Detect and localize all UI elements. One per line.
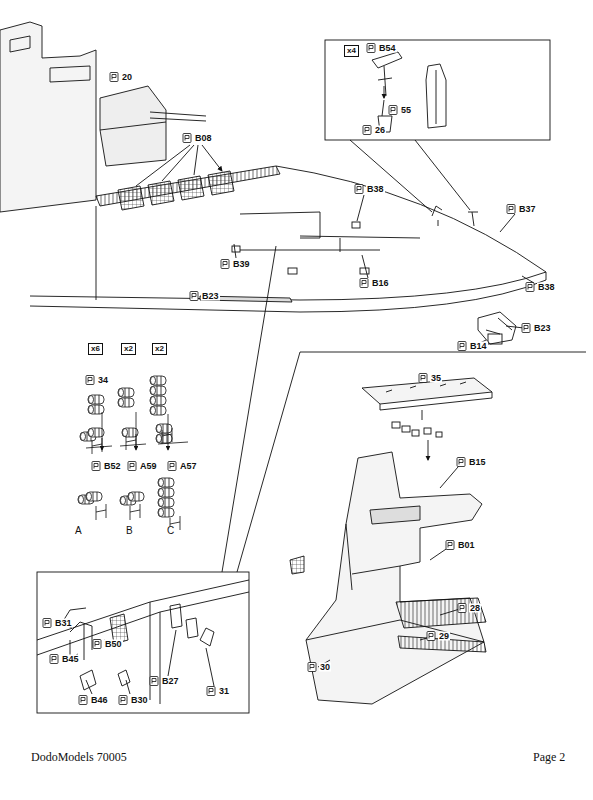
part-icon [355,185,363,194]
callout-number: B01 [457,541,476,550]
part-icon [507,205,515,214]
callout-number: 20 [121,73,133,82]
part-icon [93,640,101,649]
callout-number: B54 [378,44,397,53]
part-icon [360,279,368,288]
callout-number: 26 [374,126,386,135]
quantity-box: x4 [344,45,359,57]
part-icon [92,462,100,471]
part-icon [427,632,435,641]
part-icon [150,677,158,686]
callout-number: 34 [97,376,109,385]
part-icon [522,324,530,333]
quantity-box: x2 [152,343,167,355]
callout-number: 35 [430,374,442,383]
callout-number: B50 [104,640,123,649]
callout-number: 55 [400,106,412,115]
part-icon [183,134,191,143]
part-icon [119,696,127,705]
callout-number: B27 [161,677,180,686]
part-icon [190,292,198,301]
part-icon [457,458,465,467]
part-icon [50,655,58,664]
callout-number: B23 [533,324,552,333]
callout-number: B15 [468,458,487,467]
part-icon [526,283,534,292]
callout-number: B38 [366,185,385,194]
quantity-box: x6 [88,343,103,355]
part-icon [419,374,427,383]
part-icon [446,541,454,550]
part-icon [110,73,118,82]
callout-number: B37 [518,205,537,214]
callout-number: 31 [218,687,230,696]
callout-number: A57 [179,462,198,471]
callout-number: B52 [103,462,122,471]
part-icon [367,44,375,53]
part-icon [43,619,51,628]
callout-number: A59 [139,462,158,471]
part-icon [79,696,87,705]
part-icon [389,106,397,115]
variant-letter: C [166,526,175,536]
callout-number: B08 [194,134,213,143]
callout-number: B31 [54,619,73,628]
callout-number: B14 [469,342,488,351]
footer-text: DodoModels 70005 [30,751,128,763]
variant-letter: A [74,526,83,536]
quantity-box: x2 [121,343,136,355]
callout-number: B30 [130,696,149,705]
variant-letter: B [125,526,134,536]
part-icon [168,462,176,471]
part-icon [308,663,316,672]
part-icon [128,462,136,471]
footer-text: Page 2 [532,751,566,763]
part-icon [458,604,466,613]
callout-number: B23 [201,292,220,301]
callout-number: B16 [371,279,390,288]
part-icon [221,260,229,269]
canister-drawing [78,376,188,532]
part-icon [363,126,371,135]
callout-number: 28 [469,604,481,613]
callout-number: 30 [319,663,331,672]
callout-number: B38 [537,283,556,292]
callout-number: 29 [438,632,450,641]
part-icon [86,376,94,385]
callout-number: B39 [232,260,251,269]
callout-number: B46 [90,696,109,705]
callout-number: B45 [61,655,80,664]
part-icon [207,687,215,696]
part-icon [458,342,466,351]
